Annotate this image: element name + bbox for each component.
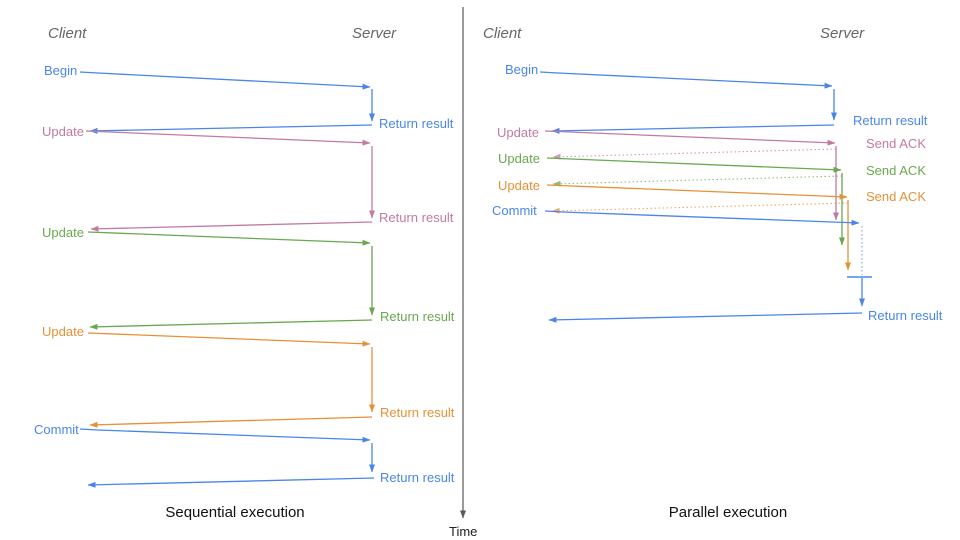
right-update3-ack-dotted-arrow [551,202,849,214]
right-update3-ack-label: Send ACK [866,189,926,204]
left-commit-return-arrow [87,477,375,488]
left-begin-label: Begin [44,63,78,78]
left-commit-return-label: Return result [380,470,455,485]
left-update2-label: Update [42,225,84,240]
right-commit-exchange [544,210,872,323]
left-update1-label: Update [42,124,84,139]
right-update1-ack-label: Send ACK [866,136,926,151]
right-commit-return-arrow [548,312,863,323]
right-client-header: Client [483,25,522,42]
left-update3-exchange [87,332,375,428]
left-panel-caption: Sequential execution [165,504,305,521]
right-begin-label: Begin [505,62,539,77]
left-update2-request-arrow [87,231,371,246]
left-server-header: Server [352,25,397,42]
right-server-header: Server [820,25,865,42]
right-begin-request-arrow [539,71,833,89]
left-update3-return-label: Return result [380,405,455,420]
right-update1-request-arrow [544,130,836,146]
left-commit-label: Commit [34,422,79,437]
left-begin-request-arrow [79,71,371,90]
left-client-header: Client [48,25,87,42]
left-begin-return-arrow [89,124,373,134]
left-update1-exchange [85,130,375,232]
right-begin-return-arrow [551,124,835,134]
left-commit-request-arrow [79,428,371,443]
left-update2-return-arrow [89,319,373,330]
right-update3-label: Update [498,178,540,193]
right-update2-label: Update [498,151,540,166]
left-update2-return-label: Return result [380,309,455,324]
left-update1-return-arrow [90,221,373,232]
right-update1-exchange [544,130,839,221]
left-update3-return-arrow [89,416,373,428]
right-update2-exchange [546,157,845,246]
right-commit-return-label: Return result [868,308,943,323]
time-axis-label: Time [449,524,478,539]
right-update2-ack-dotted-arrow [552,175,843,187]
right-update1-ack-dotted-arrow [552,148,837,160]
right-update2-ack-label: Send ACK [866,163,926,178]
right-commit-request-arrow [544,210,860,226]
right-update1-label: Update [497,125,539,140]
right-begin-exchange [539,71,837,134]
left-update2-exchange [87,231,375,330]
left-begin-return-label: Return result [379,116,454,131]
right-update2-request-arrow [546,157,842,173]
left-update1-return-label: Return result [379,210,454,225]
left-update3-label: Update [42,324,84,339]
left-begin-exchange [79,71,375,134]
left-update3-request-arrow [87,332,371,347]
right-update3-request-arrow [546,184,848,200]
right-update3-exchange [546,184,851,271]
right-commit-label: Commit [492,203,537,218]
right-panel-caption: Parallel execution [668,504,788,521]
left-commit-exchange [79,428,375,488]
right-begin-return-label: Return result [853,113,928,128]
left-update1-request-arrow [85,130,371,146]
